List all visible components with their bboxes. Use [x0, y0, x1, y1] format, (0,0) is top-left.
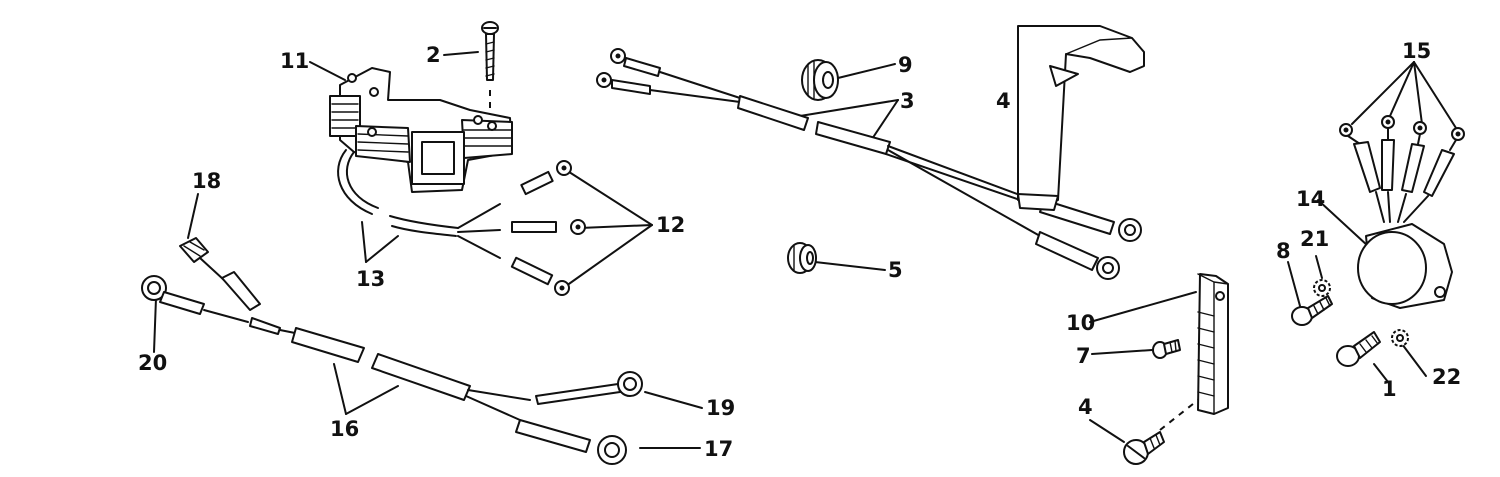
- callout-12: 12: [656, 213, 685, 237]
- callout-7: 7: [1076, 344, 1091, 368]
- callout-17: 17: [704, 437, 733, 461]
- slotted-screw: [1123, 431, 1165, 465]
- hex-bolt-long: [1336, 331, 1381, 367]
- callout-8: 8: [1276, 239, 1291, 263]
- callout-2: 2: [426, 43, 441, 67]
- grommet-large: [801, 59, 839, 101]
- callout-4-screw: 4: [1078, 395, 1093, 419]
- callout-18: 18: [192, 169, 221, 193]
- callout-22: 22: [1432, 365, 1461, 389]
- callout-4-bracket: 4: [996, 89, 1011, 113]
- coil-with-leads: [1339, 115, 1465, 309]
- callout-9: 9: [898, 53, 913, 77]
- long-screw: [481, 21, 499, 81]
- terminal-block: [1159, 273, 1229, 431]
- wire-harness: [596, 48, 1142, 280]
- callout-20: 20: [138, 351, 167, 375]
- callout-14: 14: [1296, 187, 1325, 211]
- mounting-bracket: [1017, 25, 1145, 211]
- callout-3: 3: [900, 89, 915, 113]
- stator-lead-harness: [337, 149, 586, 296]
- callout-10: 10: [1066, 311, 1095, 335]
- terminal-screw-small: [1152, 339, 1181, 359]
- grommet-small: [787, 242, 817, 274]
- lock-washer-upper: [1313, 279, 1331, 297]
- lower-wire-harness: [141, 237, 643, 465]
- callout-21: 21: [1300, 227, 1329, 251]
- callout-5: 5: [888, 258, 903, 282]
- callout-19: 19: [706, 396, 735, 420]
- callout-16: 16: [330, 417, 359, 441]
- callout-15: 15: [1402, 39, 1431, 63]
- hex-bolt-short: [1291, 295, 1333, 326]
- lock-washer-lower: [1391, 329, 1409, 347]
- callout-1: 1: [1382, 377, 1397, 401]
- callout-11: 11: [280, 49, 309, 73]
- stator-coil-assembly: [329, 67, 513, 193]
- callout-13: 13: [356, 267, 385, 291]
